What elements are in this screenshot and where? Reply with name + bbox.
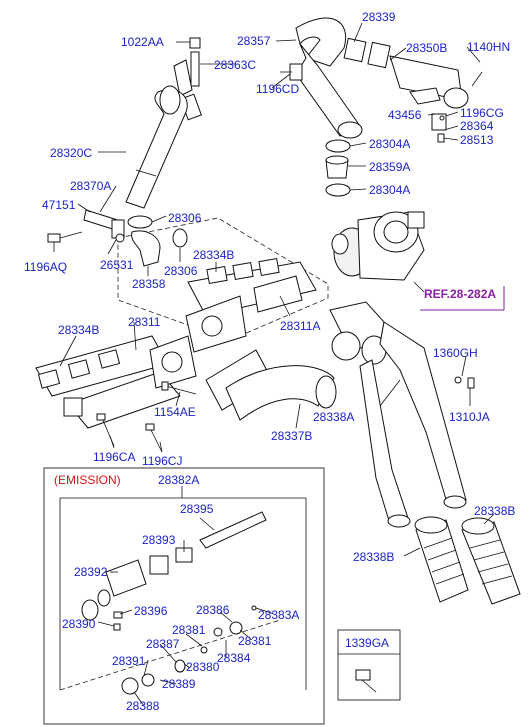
label-1196aq[interactable]: 1196AQ [24, 260, 67, 274]
label-1022aa[interactable]: 1022AA [121, 35, 164, 49]
label-1196cj[interactable]: 1196CJ [142, 454, 182, 468]
label-28390[interactable]: 28390 [62, 617, 96, 631]
elbow-pipe-28357 [280, 17, 363, 139]
label-28357[interactable]: 28357 [237, 34, 271, 48]
label-28370a[interactable]: 28370A [70, 179, 111, 193]
label-28380[interactable]: 28380 [186, 660, 220, 674]
label-28381-b[interactable]: 28381 [238, 634, 272, 648]
bracket-28370a [47, 209, 125, 243]
bracket-28363c [173, 37, 202, 121]
emission-heading: (EMISSION) [54, 473, 121, 487]
clamp-28304a-bottom [325, 183, 351, 197]
label-28311a[interactable]: 28311A [280, 319, 320, 333]
label-1360gh[interactable]: 1360GH [433, 346, 478, 360]
hose-28320c [125, 85, 188, 209]
label-28304a-bottom[interactable]: 28304A [369, 183, 410, 197]
emission-box [43, 467, 325, 725]
label-28359a[interactable]: 28359A [369, 160, 410, 174]
label-28363c[interactable]: 28363C [214, 58, 256, 72]
label-28396[interactable]: 28396 [134, 604, 168, 618]
hose-28358 [127, 215, 188, 267]
label-26531[interactable]: 26531 [100, 258, 134, 272]
leader-lines [53, 22, 495, 707]
label-1310ja[interactable]: 1310JA [449, 410, 490, 424]
label-28391[interactable]: 28391 [112, 654, 146, 668]
label-28306-a[interactable]: 28306 [168, 211, 202, 225]
label-28393[interactable]: 28393 [142, 533, 176, 547]
turbocharger [331, 211, 425, 281]
label-1339ga[interactable]: 1339GA [345, 636, 389, 650]
part-labels: 1022AA 28339 28357 28350B 1140HN 28363C … [24, 10, 515, 713]
label-1196cg[interactable]: 1196CG [460, 106, 504, 120]
label-28338a[interactable]: 28338A [313, 410, 354, 424]
ref-leader [413, 281, 425, 293]
label-43456[interactable]: 43456 [388, 108, 422, 122]
manifold-28311a [185, 257, 317, 353]
clamp-28304a-top [325, 139, 351, 153]
label-28386[interactable]: 28386 [196, 603, 230, 617]
label-28388[interactable]: 28388 [126, 699, 160, 713]
label-1196ca[interactable]: 1196CA [93, 450, 135, 464]
small-parts-28364 [431, 113, 447, 143]
label-47151[interactable]: 47151 [42, 198, 76, 212]
label-1154ae[interactable]: 1154AE [154, 405, 196, 419]
label-28338b-left[interactable]: 28338B [353, 550, 394, 564]
label-28339[interactable]: 28339 [362, 10, 396, 24]
label-28392[interactable]: 28392 [74, 565, 108, 579]
label-28306-b[interactable]: 28306 [164, 264, 198, 278]
assembly-outline [117, 217, 329, 341]
label-28513[interactable]: 28513 [460, 133, 494, 147]
studs [96, 381, 197, 453]
label-28320c[interactable]: 28320C [50, 146, 92, 160]
flex-tail-28338b [414, 516, 521, 605]
label-28304a-top[interactable]: 28304A [369, 137, 410, 151]
pipe-28338a [329, 301, 475, 528]
pipe-28337b [205, 349, 337, 421]
pipe-28350b [343, 37, 483, 109]
box-1339ga [337, 629, 401, 701]
label-28338b-right[interactable]: 28338B [474, 504, 515, 518]
label-28311[interactable]: 28311 [128, 315, 161, 329]
label-28334b-left[interactable]: 28334B [58, 323, 99, 337]
label-28382a[interactable]: 28382A [158, 473, 199, 487]
label-28384[interactable]: 28384 [217, 651, 251, 665]
parts-drawing [35, 17, 521, 725]
label-1196cd[interactable]: 1196CD [256, 82, 299, 96]
label-28381-a[interactable]: 28381 [172, 623, 206, 637]
label-28334b-top[interactable]: 28334B [193, 248, 234, 262]
label-28337b[interactable]: 28337B [271, 429, 312, 443]
label-28364[interactable]: 28364 [460, 119, 494, 133]
label-28358[interactable]: 28358 [132, 277, 166, 291]
label-28350b[interactable]: 28350B [406, 41, 447, 55]
label-28383a[interactable]: 28383A [258, 608, 299, 622]
reference-link[interactable]: REF.28-282A [424, 287, 496, 301]
label-1140hn[interactable]: 1140HN [467, 40, 510, 54]
label-28387[interactable]: 28387 [146, 637, 180, 651]
manifold-28311 [35, 335, 197, 429]
label-28389[interactable]: 28389 [162, 677, 196, 691]
sleeve-28359a [325, 155, 349, 179]
label-28395[interactable]: 28395 [180, 502, 214, 516]
